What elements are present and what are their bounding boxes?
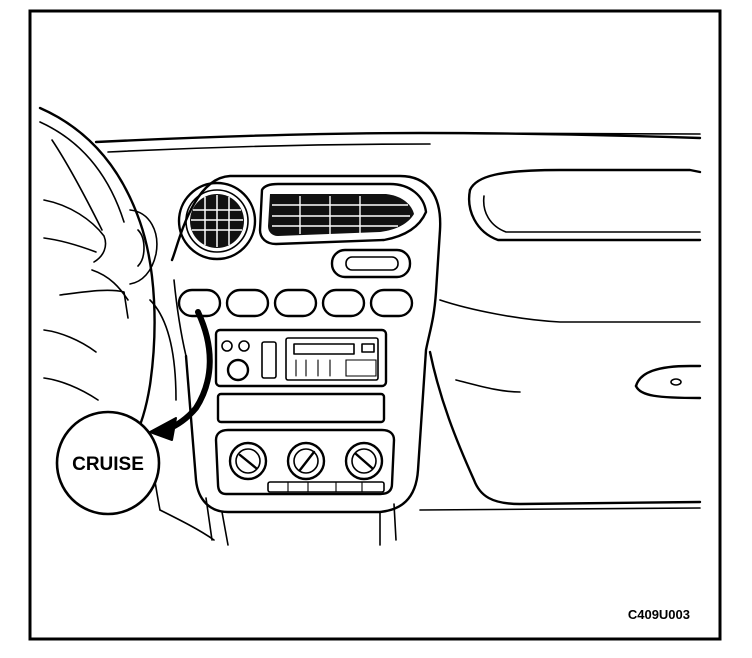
center-air-vent (258, 182, 428, 246)
center-console-outline (170, 174, 442, 546)
figure-id: C409U003 (628, 607, 690, 622)
steering-wheel (38, 106, 158, 442)
figure-frame (28, 9, 722, 641)
dashboard-top-edge (94, 131, 702, 153)
cruise-label: CRUISE (72, 454, 144, 475)
round-air-vent (177, 181, 257, 261)
circle-callout-icon: CRUISE (55, 410, 161, 516)
hazard-switch (330, 248, 412, 279)
passenger-dashboard (419, 168, 702, 511)
curved-arrow-icon (149, 309, 213, 441)
switch-row (177, 288, 414, 318)
audio-unit (214, 328, 388, 424)
climate-controls (214, 428, 396, 496)
